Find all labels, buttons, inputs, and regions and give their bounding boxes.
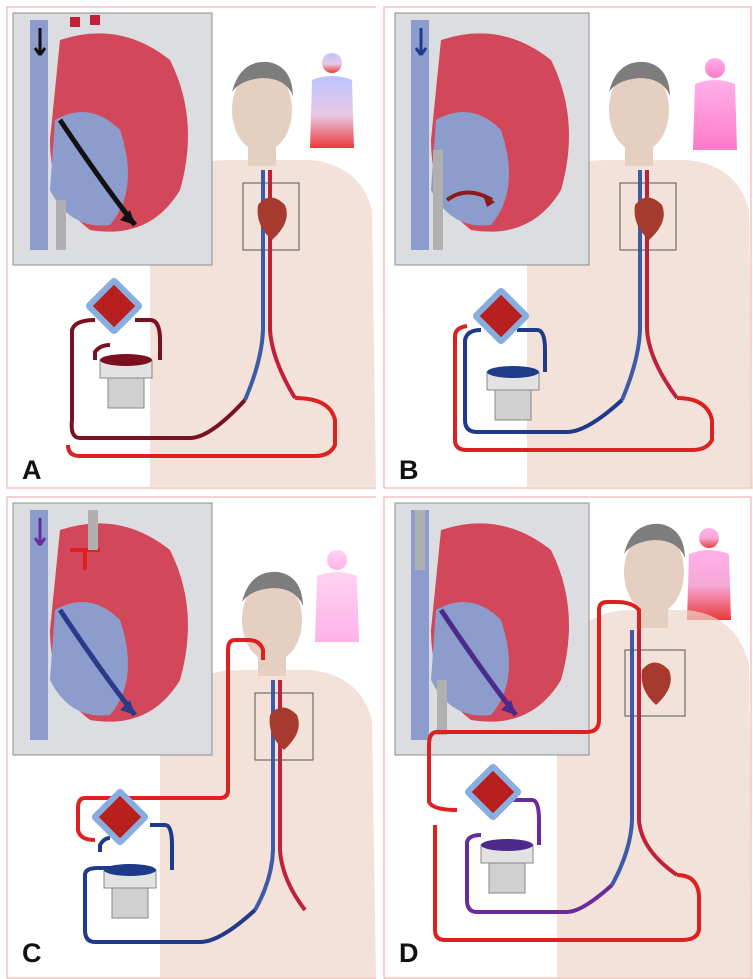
body-silhouette [310, 53, 354, 148]
heart-inset [395, 503, 589, 755]
panel-b-diagram [377, 0, 753, 489]
heart-inset [13, 13, 212, 265]
oxygenator [463, 762, 522, 821]
panel-label-d: D [399, 938, 419, 969]
heart-inset [13, 503, 212, 755]
panel-a: A [0, 0, 376, 489]
pump [104, 864, 156, 918]
panel-c-diagram [0, 490, 376, 979]
panel-c: C [0, 490, 376, 979]
body-silhouette [315, 550, 359, 642]
panel-label-b: B [399, 455, 419, 486]
panel-d-diagram [377, 490, 753, 979]
oxygenator [84, 276, 143, 335]
panel-d: D [377, 490, 753, 979]
panel-a-diagram [0, 0, 376, 489]
oxygenator [471, 286, 530, 345]
heart-inset [395, 13, 589, 265]
body-silhouette [687, 528, 731, 620]
pump [481, 839, 533, 893]
pump [487, 366, 539, 420]
panel-b: B [377, 0, 753, 489]
panel-label-a: A [22, 455, 42, 486]
panel-label-c: C [22, 938, 42, 969]
body-silhouette [693, 58, 737, 150]
pump [100, 354, 152, 408]
